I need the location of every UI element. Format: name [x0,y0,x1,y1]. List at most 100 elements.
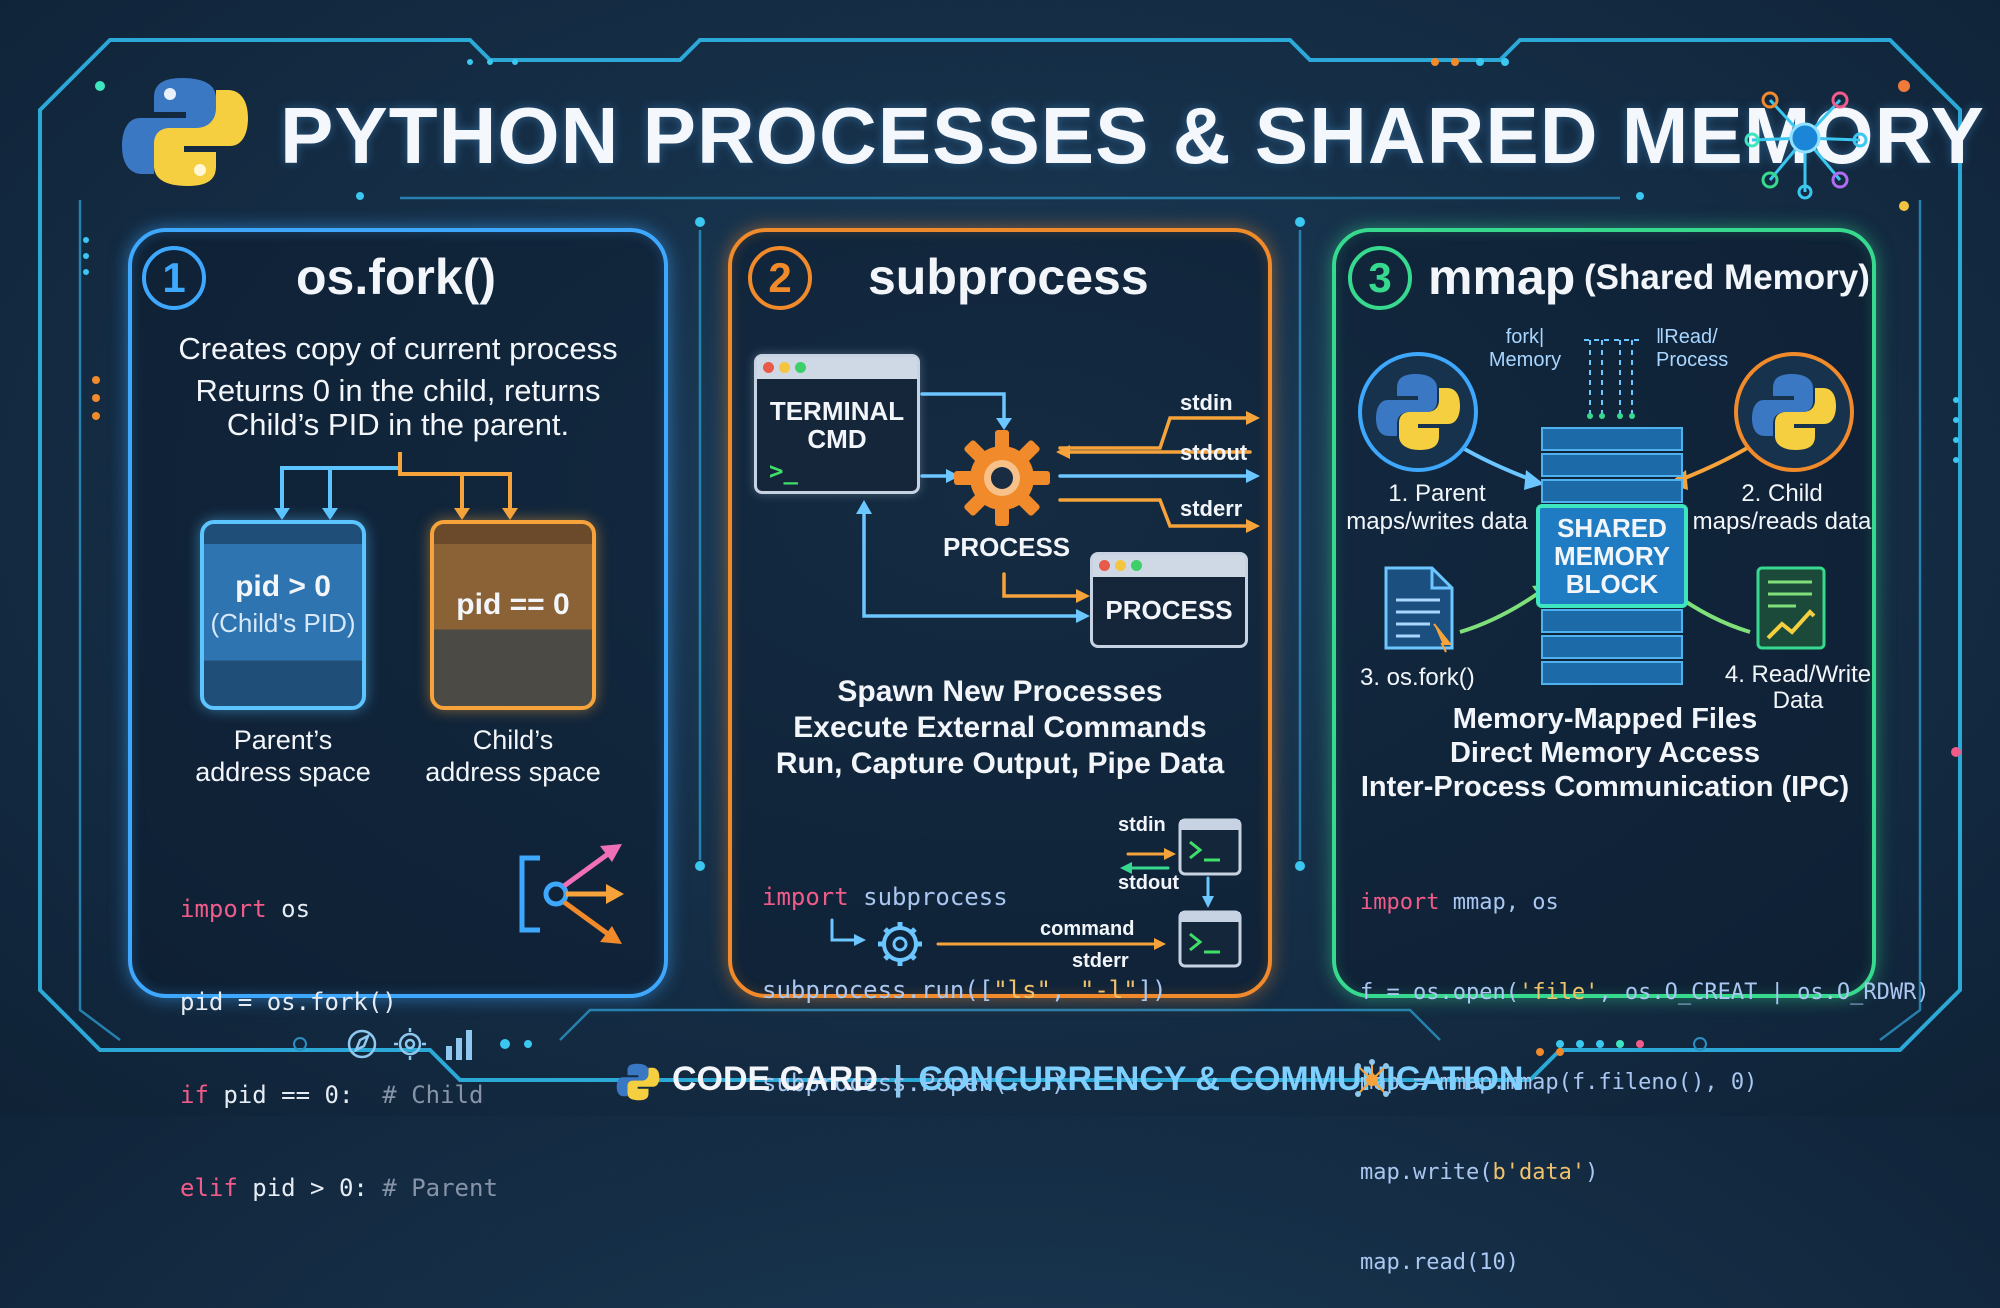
footer-part1: CODE CARD [672,1060,878,1098]
code-string: 'file' [1518,980,1599,1005]
fork-desc-line1: Creates copy of current process [178,331,618,366]
fork-description: Creates copy of current process Returns … [140,328,656,446]
code-text: , [1050,976,1080,1004]
process-window: PROCESS [1090,552,1248,648]
step4-line2: Data [1772,687,1824,714]
mini-command-label: command [1040,918,1135,940]
gear-icon [954,430,1050,526]
stdout-label: stdout [1180,440,1248,465]
mmap-code-line4: map.write(b'data') [1360,1158,1930,1188]
code-comment: # Child [382,1081,484,1109]
mmap-description: Memory-Mapped Files Direct Memory Access… [1340,702,1870,804]
code-text: ) [1585,1160,1599,1185]
gear-icon [878,922,922,966]
step2-line1: 2. Child [1741,480,1823,507]
footer-icons-left [347,1028,472,1060]
panel-mmap-heading: mmap [1428,249,1576,305]
block-line1: SHARED [1557,513,1667,543]
step4-line1: 4. Read/Write [1724,661,1872,688]
child-space-line2: address space [425,757,601,787]
parent-space-label: Parent’s address space [168,724,398,788]
panel-sub-number: 2 [748,246,812,310]
block-line3: BLOCK [1565,569,1659,599]
terminal-prompt: >_ [769,457,798,485]
network-hub-icon [1744,91,1868,200]
footer-title: CODE CARD | CONCURRENCY & COMMUNICATION [672,1060,1523,1099]
document-icon [1384,566,1454,653]
step4-label: 4. Read/Write Data [1708,662,1888,714]
python-logo-icon [122,78,248,186]
footer-python-icon [616,1063,660,1101]
subprocess-mini-diagram [830,818,1242,968]
code-keyword: if [180,1081,209,1109]
terminal-line1: TERMINAL [769,396,905,426]
code-text: f = os.open( [1360,980,1519,1005]
code-text: map.write( [1360,1160,1493,1185]
step1-line2: maps/writes data [1346,508,1528,535]
panel-mmap-subheading: (Shared Memory) [1584,258,1870,297]
mmap-top-right-note: ‖Read/ Process [1656,326,1766,372]
mmap-note-line2: Memory [1488,349,1562,371]
fork-code-line1: import os [180,894,498,925]
mmap-note-line1: fork| [1505,326,1545,348]
parent-pid-label: pid > 0 [235,570,331,603]
code-comment: # Parent [382,1174,498,1202]
fork-split-arrows [274,452,518,520]
code-keyword: import [1360,890,1440,915]
parent-space-line2: address space [195,757,371,787]
shared-memory-stack [1536,427,1688,685]
code-keyword: elif [180,1174,238,1202]
child-pid-label: pid == 0 [456,588,570,621]
panel-sub-heading: subprocess [868,249,1149,305]
code-string: "-l" [1079,976,1138,1004]
mmap-desc-line3: Inter-Process Communication (IPC) [1360,771,1850,803]
subprocess-code-block: import subprocess subprocess.run(["ls", … [762,820,1167,1130]
fork-desc-line2: Returns 0 in the child, returns [195,373,601,408]
child-address-box: pid == 0 [430,520,596,710]
process-window-titlebar [1093,555,1245,577]
panel-fork-heading: os.fork() [296,249,496,305]
mmap-desc-line1: Memory-Mapped Files [1452,703,1758,735]
step1-line1: 1. Parent [1388,480,1486,507]
step3-label: 3. os.fork() [1360,664,1475,691]
step2-label: 2. Child maps/reads data [1690,480,1874,536]
title-row: PYTHON PROCESSES & SHARED MEMORY [120,72,1984,200]
process-label: PROCESS [943,532,1071,562]
compass-icon [347,1029,377,1059]
terminal-icon [1178,910,1242,968]
sub-desc-line1: Spawn New Processes [837,675,1163,708]
fork-code-line4: elif pid > 0: # Parent [180,1173,498,1204]
terminal-titlebar [757,357,917,379]
process-window-label: PROCESS [1105,595,1233,625]
panel-fork-number: 1 [142,246,206,310]
terminal-line2: CMD [807,424,867,454]
mmap-top-left-note: fork| Memory [1470,326,1580,372]
terminal-window: TERMINAL CMD >_ [754,354,920,494]
chart-document-icon [1756,566,1826,650]
stdin-label: stdin [1180,390,1233,415]
mmap-note-line3: ‖Read/ [1656,326,1718,348]
footer-part2: CONCURRENCY & COMMUNICATION [918,1060,1524,1098]
mmap-code-line3: map = mmap.mmap(f.fileno(), 0) [1360,1070,1758,1095]
parent-pid-sub: (Child's PID) [210,608,356,638]
footer-network-icon [1355,1059,1389,1097]
fork-code-line3: if pid == 0: # Child [180,1080,498,1111]
panel-mmap-number: 3 [1348,246,1412,310]
shared-memory-block-label: SHARED MEMORY BLOCK [1540,514,1684,598]
gear-icon [394,1028,426,1060]
code-string: b'data' [1492,1160,1586,1185]
code-text: os [266,895,311,923]
code-text: pid == 0: [208,1081,383,1109]
terminal-icon [1178,818,1242,876]
sub-desc-line3: Run, Capture Output, Pipe Data [775,747,1225,780]
parent-address-box: pid > 0 (Child's PID) [200,520,366,710]
subprocess-description: Spawn New Processes Execute External Com… [740,674,1260,782]
page-title: PYTHON PROCESSES & SHARED MEMORY [280,91,1985,180]
step1-label: 1. Parent maps/writes data [1342,480,1532,536]
subprocess-flow-arrows [856,392,1260,623]
mini-stdin-label: stdin [1118,814,1166,836]
child-space-label: Child’s address space [398,724,628,788]
code-text: pid > 0: [237,1174,383,1202]
fork-code-line2: pid = os.fork() [180,988,397,1016]
block-line2: MEMORY [1553,541,1671,571]
